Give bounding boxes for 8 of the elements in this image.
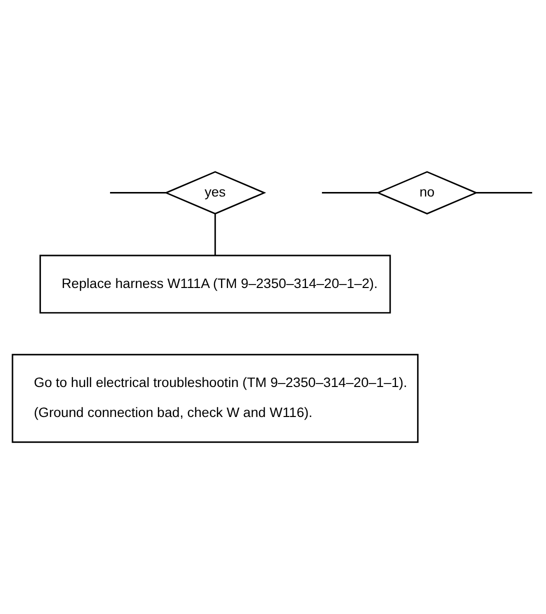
- node-diamond: no: [376, 171, 478, 214]
- node-box: Replace harness W111A (TM 9–2350–314–20–1–2).: [39, 254, 391, 314]
- connector: [476, 192, 532, 194]
- node-box: Go to hull electrical troubleshootin (TM 9–2350–314–20–1–1). (Ground connection bad, check W and W116).: [12, 354, 419, 443]
- connector: [110, 192, 166, 194]
- node-diamond: yes: [164, 171, 266, 214]
- connector: [214, 214, 216, 256]
- connector: [322, 192, 378, 194]
